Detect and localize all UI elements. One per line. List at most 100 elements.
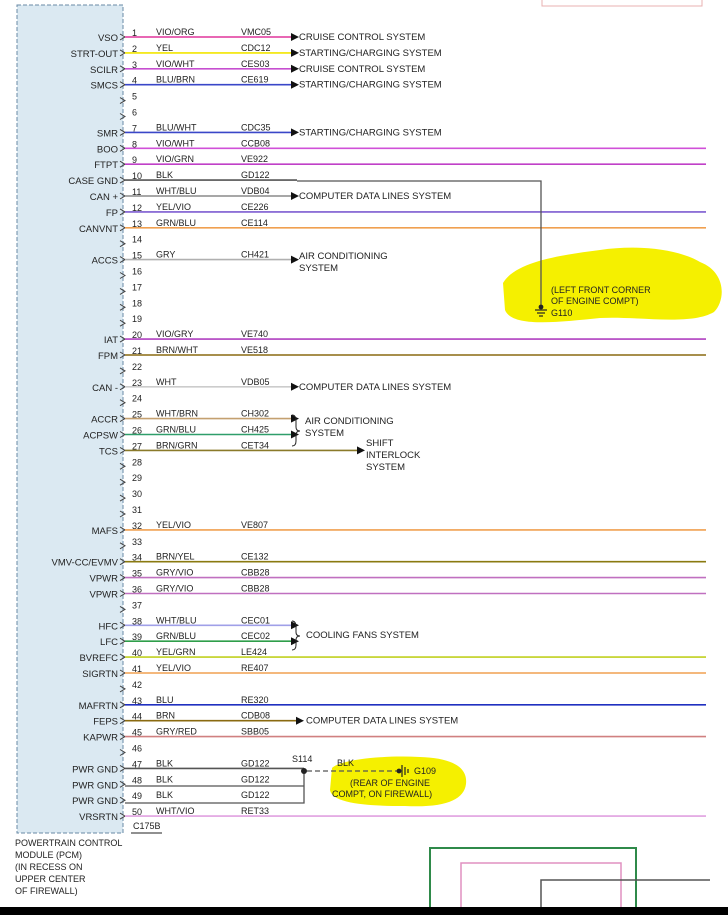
wire-color-code: WHT/VIO — [156, 806, 195, 816]
wire-color-code: BLK — [156, 790, 173, 800]
wire-color-code: VIO/ORG — [156, 27, 195, 37]
signal-name: VSO — [98, 33, 118, 44]
signal-name: SMCS — [91, 81, 118, 92]
pin-terminal — [119, 240, 126, 248]
pin-number: 33 — [132, 537, 142, 547]
circuit-id: CH421 — [241, 250, 269, 260]
pin-number: 50 — [132, 807, 142, 817]
pin-number: 35 — [132, 569, 142, 579]
wire-color-code: BLU/WHT — [156, 122, 197, 132]
splice-wire-color: BLK — [337, 758, 354, 768]
wire-color-code: GRY/VIO — [156, 568, 193, 578]
signal-name: HFC — [98, 621, 118, 632]
pin-number: 47 — [132, 759, 142, 769]
wire-color-code: YEL/VIO — [156, 663, 191, 673]
signal-name: BOO — [97, 144, 118, 155]
signal-name: CASE GND — [68, 176, 118, 187]
pin-number: 31 — [132, 505, 142, 515]
pin-terminal — [119, 113, 126, 120]
signal-name: IAT — [104, 335, 118, 346]
signal-name: PWR GND — [72, 780, 118, 791]
wire-color-code: BLU — [156, 695, 174, 705]
arrow-icon — [291, 414, 299, 423]
pin-terminal — [119, 796, 126, 804]
signal-name: KAPWR — [83, 733, 118, 744]
g110-note-line2: OF ENGINE COMPT) — [551, 296, 639, 306]
signal-name: TCS — [99, 446, 118, 457]
pin-number: 44 — [132, 712, 142, 722]
pin-number: 7 — [132, 123, 137, 133]
adjacent-frame-pink — [460, 862, 622, 915]
pin-number: 16 — [132, 267, 142, 277]
circuit-id: GD122 — [241, 170, 270, 180]
g109-note-line2: COMPT, ON FIREWALL) — [332, 789, 432, 799]
pcm-module-box — [16, 4, 124, 834]
g110-note-line1: (LEFT FRONT CORNER — [551, 285, 651, 295]
pin-row-28: 28 — [119, 457, 142, 470]
signal-name: SIGRTN — [82, 669, 118, 680]
pin-terminal — [119, 287, 126, 295]
circuit-id: RET33 — [241, 806, 269, 816]
wire-color-code: BRN/YEL — [156, 552, 195, 562]
circuit-id: VE740 — [241, 329, 268, 339]
signal-name: CANVNT — [79, 224, 118, 235]
circuit-id: VDB05 — [241, 377, 270, 387]
module-label-line3: (IN RECESS ON — [15, 862, 83, 872]
circuit-id: CDC12 — [241, 43, 271, 53]
pin-terminal — [119, 510, 126, 518]
pin-number: 41 — [132, 664, 142, 674]
circuit-id: CH425 — [241, 425, 269, 435]
g109-id: G109 — [414, 766, 436, 776]
pin-row-5: 5 — [119, 92, 137, 105]
pin-terminal — [119, 685, 126, 693]
circuit-id: CCB08 — [241, 138, 270, 148]
pin-number: 23 — [132, 378, 142, 388]
pin-row-22: 22 — [119, 362, 142, 375]
wire-color-code: BRN/GRN — [156, 440, 198, 450]
wire-color-code: BLU/BRN — [156, 75, 195, 85]
pin-row-37: 37 — [119, 600, 142, 613]
pin-number: 24 — [132, 394, 142, 404]
circuit-id: CEC01 — [241, 615, 270, 625]
signal-name: MAFRTN — [79, 701, 119, 712]
arrow-icon — [291, 382, 299, 391]
pin-terminal — [119, 462, 126, 470]
pin-row-14: 14 — [119, 235, 142, 248]
pin-number: 37 — [132, 600, 142, 610]
case-ground-wire — [297, 180, 542, 307]
circuit-id: VE518 — [241, 345, 268, 355]
arrow-icon — [291, 637, 299, 646]
signal-name: PWR GND — [72, 796, 118, 807]
signal-name: PWR GND — [72, 764, 118, 775]
pin-row-42: 42 — [119, 680, 142, 693]
signal-name: FEPS — [93, 717, 118, 728]
signal-name: ACCR — [91, 415, 118, 426]
pin-number: 5 — [132, 92, 137, 102]
pin-terminal — [119, 780, 126, 788]
pin-terminal — [119, 97, 126, 105]
pin-row-6: 6 — [119, 108, 137, 120]
pin-row-31: 31 — [119, 505, 142, 518]
circuit-id: RE320 — [241, 695, 269, 705]
wire-color-code: BLK — [156, 774, 173, 784]
pin-row-19: 19 — [119, 314, 142, 327]
pin-number: 46 — [132, 744, 142, 754]
circuit-id: GD122 — [241, 758, 270, 768]
signal-name: STRT-OUT — [71, 49, 119, 60]
signal-name: VPWR — [90, 574, 119, 585]
clipped-frame-top — [541, 0, 703, 7]
pin-terminal — [119, 478, 126, 486]
circuit-id: LE424 — [241, 647, 267, 657]
